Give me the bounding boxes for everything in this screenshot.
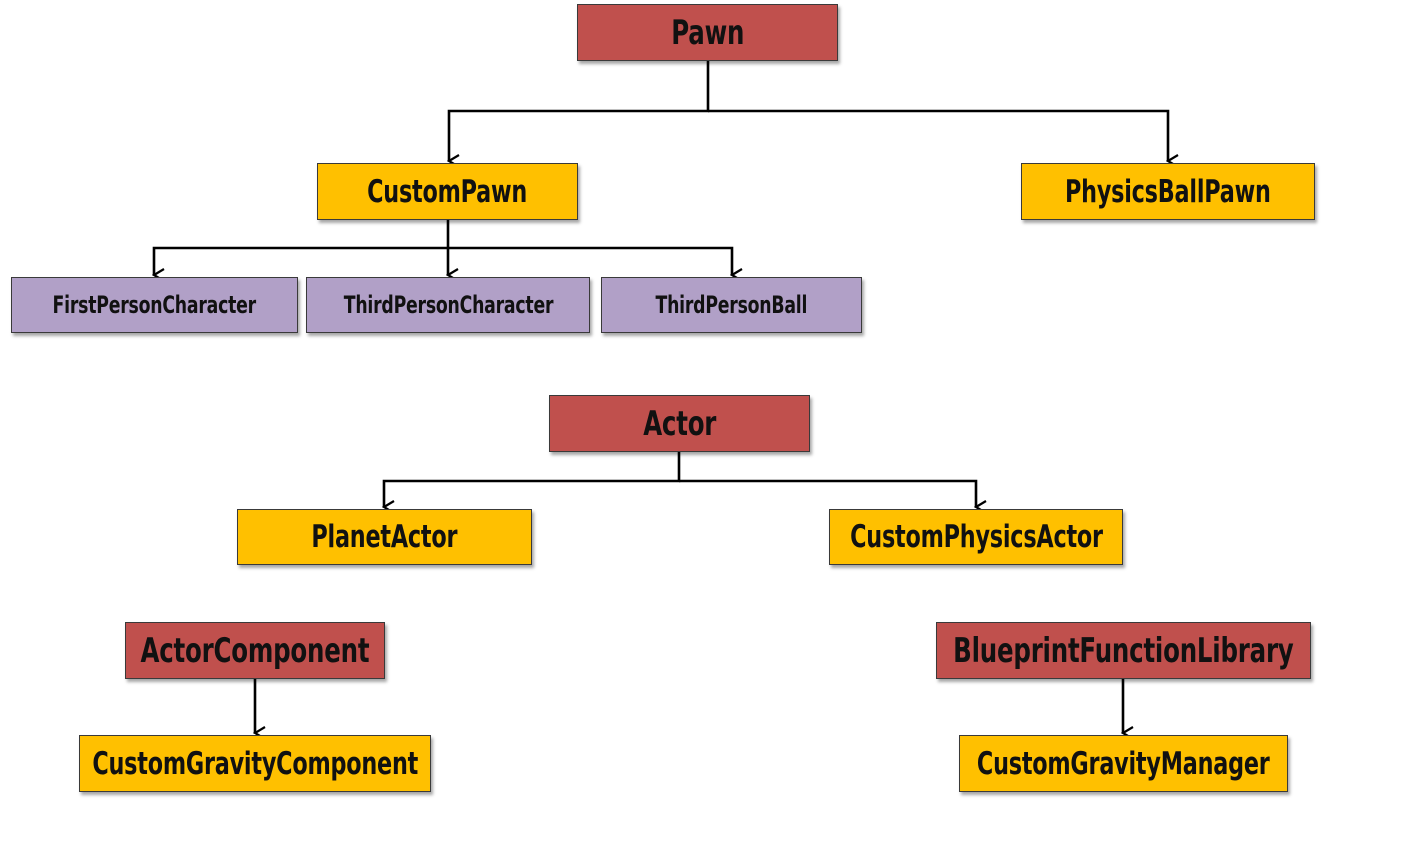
node-third-person-character-label: ThirdPersonCharacter <box>343 291 553 319</box>
node-first-person-character: FirstPersonCharacter <box>11 277 298 333</box>
edge-pawn-to-physicsballpawn <box>708 109 1168 161</box>
node-actor-component: ActorComponent <box>125 622 385 679</box>
node-physics-ball-pawn-label: PhysicsBallPawn <box>1065 173 1271 210</box>
node-custom-gravity-manager: CustomGravityManager <box>959 735 1288 792</box>
node-planet-actor: PlanetActor <box>237 509 532 565</box>
edge-actor-to-customphysicsactor <box>679 479 976 507</box>
node-custom-gravity-manager-label: CustomGravityManager <box>977 745 1270 782</box>
node-pawn-label: Pawn <box>671 12 744 53</box>
edge-custompawn-to-thirdpersonball <box>448 246 732 275</box>
node-planet-actor-label: PlanetActor <box>311 519 458 555</box>
node-third-person-ball-label: ThirdPersonBall <box>655 291 808 319</box>
node-custom-gravity-component: CustomGravityComponent <box>79 735 431 792</box>
node-third-person-character: ThirdPersonCharacter <box>306 277 590 333</box>
node-blueprint-function-library: BlueprintFunctionLibrary <box>936 622 1311 679</box>
edge-pawn-to-custompawn <box>449 61 710 161</box>
node-actor-label: Actor <box>643 403 716 444</box>
node-custom-gravity-component-label: CustomGravityComponent <box>92 745 418 782</box>
node-custom-pawn: CustomPawn <box>317 163 578 220</box>
node-physics-ball-pawn: PhysicsBallPawn <box>1021 163 1315 220</box>
node-actor-component-label: ActorComponent <box>140 630 370 671</box>
node-actor: Actor <box>549 395 810 452</box>
node-pawn: Pawn <box>577 4 838 61</box>
node-blueprint-function-library-label: BlueprintFunctionLibrary <box>953 630 1294 671</box>
edge-actor-to-planetactor <box>384 452 681 507</box>
edge-custompawn-to-firstperson <box>154 246 448 275</box>
node-custom-physics-actor: CustomPhysicsActor <box>829 509 1123 565</box>
node-custom-pawn-label: CustomPawn <box>367 173 528 210</box>
node-custom-physics-actor-label: CustomPhysicsActor <box>849 519 1103 555</box>
node-first-person-character-label: FirstPersonCharacter <box>52 291 257 319</box>
node-third-person-ball: ThirdPersonBall <box>601 277 862 333</box>
